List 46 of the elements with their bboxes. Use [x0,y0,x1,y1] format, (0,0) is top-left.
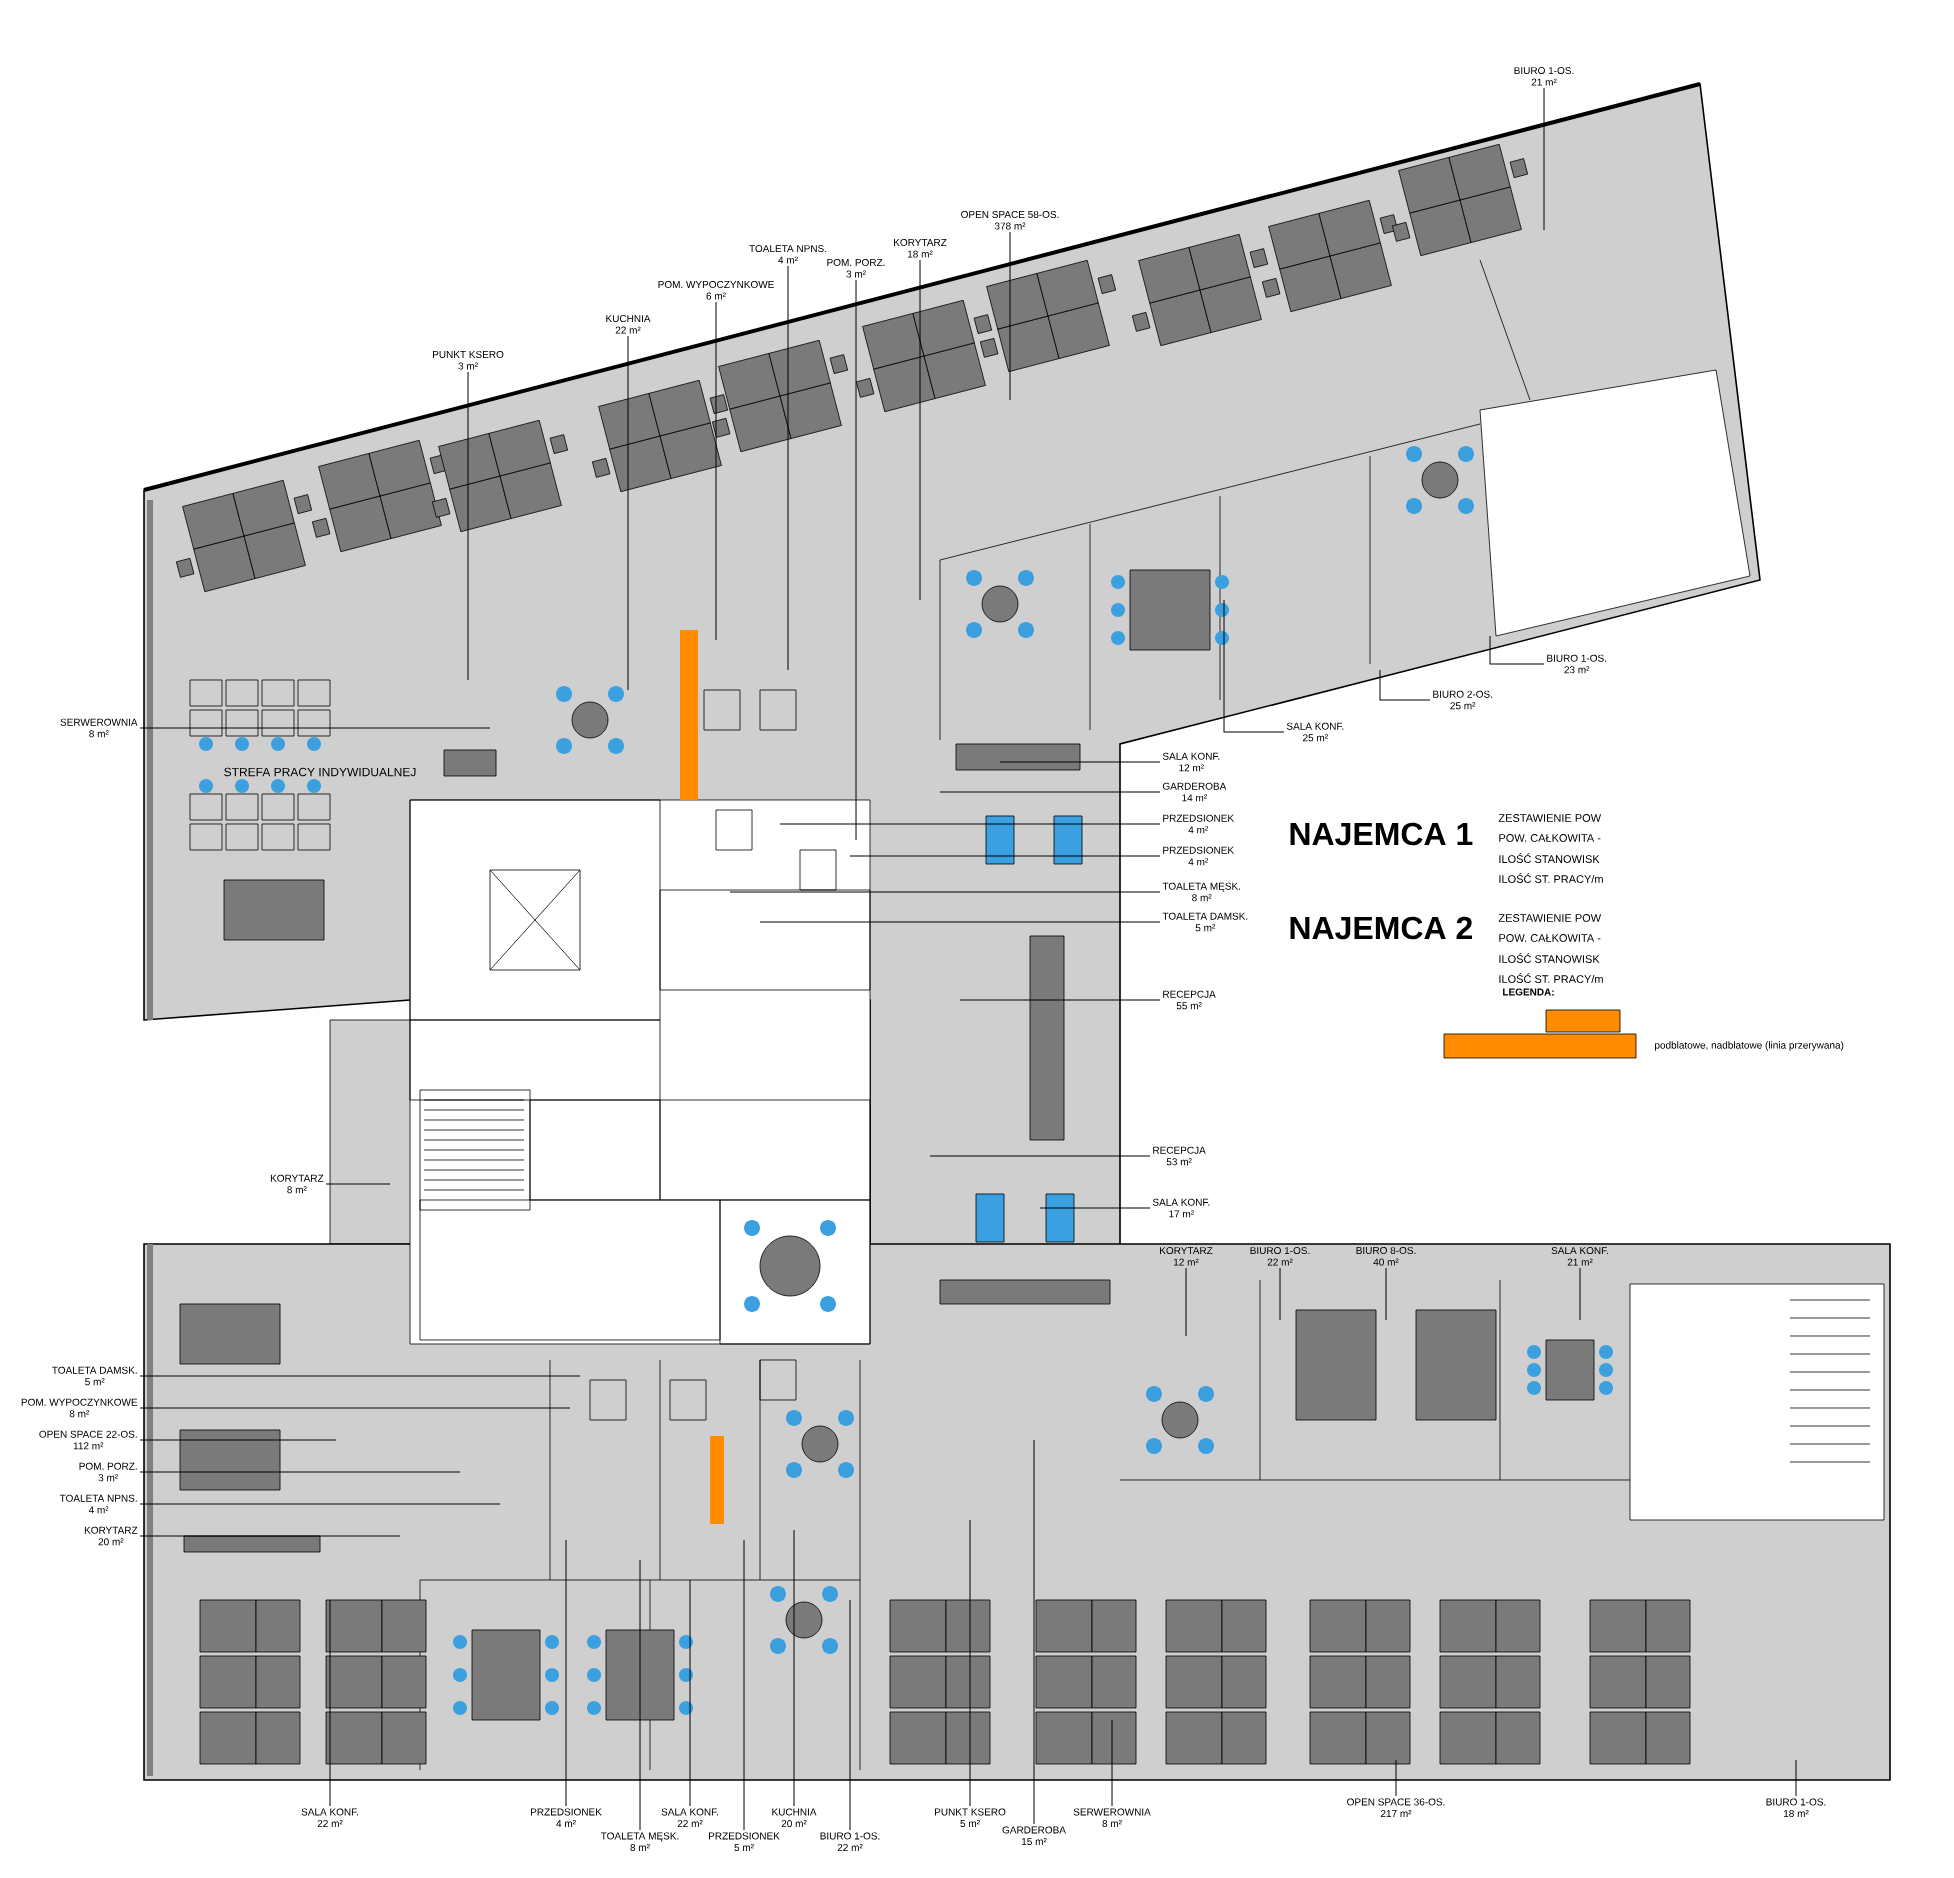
leader-line [139,1503,501,1505]
leader-line [959,999,1161,1001]
leader-line [565,1539,567,1807]
leader-line [639,1559,641,1831]
leader-line [715,301,717,641]
leader-line [1039,1207,1151,1209]
leader-line [1111,1719,1113,1807]
leader-line [759,921,1161,923]
leader-line [999,761,1161,763]
leader-line [1489,635,1545,665]
leader-line [467,371,469,681]
leader-line [1379,669,1431,701]
leader-line [919,259,921,601]
leader-line [849,855,1161,857]
leader-line [849,1599,851,1831]
leader-line [1395,1759,1397,1797]
leader-line [1033,1439,1035,1825]
leader-line [139,1535,401,1537]
leader-line [325,1183,391,1185]
leader-line [139,1407,571,1409]
leader-line [1009,231,1011,401]
leader-line [1279,1267,1281,1321]
leader-line [329,1599,331,1807]
leader-line [929,1155,1151,1157]
leader-line [1385,1267,1387,1321]
leader-line [855,279,857,841]
leader-line [139,1439,337,1441]
leader-line [787,265,789,671]
tenant-heading: NAJEMCA 1 [1290,822,1473,846]
leader-line [139,1471,461,1473]
leader-line [627,335,629,691]
leader-line [729,891,1161,893]
leader-line [939,791,1161,793]
leader-line [793,1529,795,1807]
leader-line [743,1539,745,1831]
leader-line [1795,1759,1797,1797]
leader-line [689,1579,691,1807]
leader-line [1223,599,1285,733]
leader-line [139,1375,581,1377]
leader-line [969,1519,971,1807]
tenant-heading: NAJEMCA 2 [1290,916,1472,940]
leader-line [1185,1267,1187,1337]
leader-line [1543,87,1545,231]
leader-line [1579,1267,1581,1321]
leader-line [139,727,491,729]
leader-line [779,823,1161,825]
